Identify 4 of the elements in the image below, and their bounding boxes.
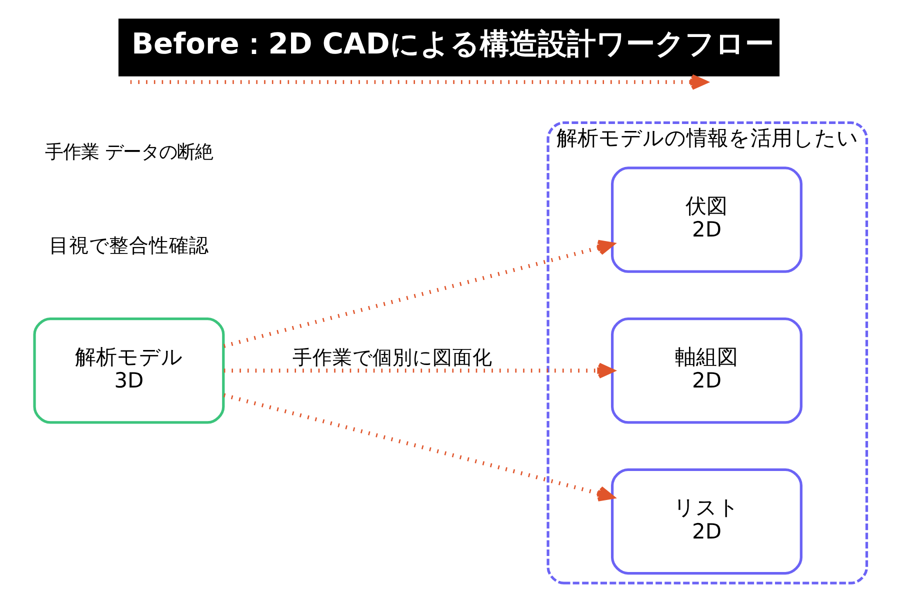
legend-label: 手作業 データの断絶 <box>44 142 212 163</box>
label: 目視で整合性確認 <box>48 234 208 257</box>
diagram-title: Before：2D CADによる構造設計ワークフロー <box>131 26 774 61</box>
edge-label: 手作業で個別に図面化 <box>292 346 492 370</box>
